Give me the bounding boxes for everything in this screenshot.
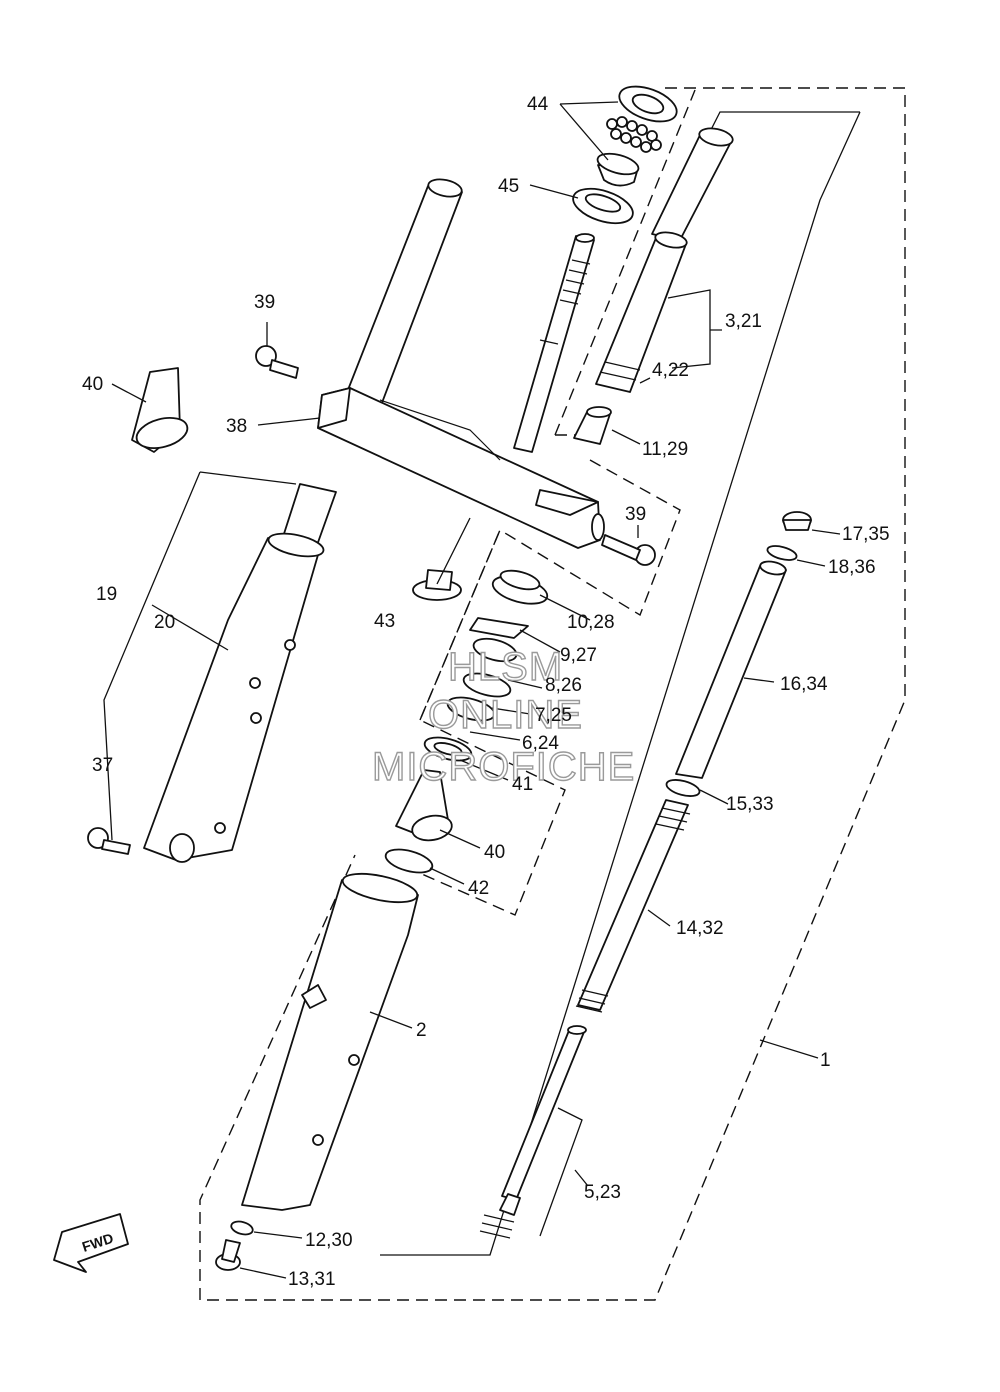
label-44: 44 xyxy=(527,94,549,115)
label-17-35: 17,35 xyxy=(842,524,890,545)
label-4-22: 4,22 xyxy=(652,360,689,381)
assembly-boundary-1 xyxy=(199,87,906,1301)
callout-labels: 44 45 39 40 38 3,21 4,22 11,29 39 17,35 … xyxy=(82,94,890,1290)
label-18-36: 18,36 xyxy=(828,557,876,578)
label-8-26: 8,26 xyxy=(545,675,582,696)
label-40-upper: 40 xyxy=(82,374,103,395)
label-38: 38 xyxy=(226,416,247,437)
spacer-16-34 xyxy=(675,560,787,779)
left-outer-fork xyxy=(143,483,337,863)
watermark: HLSM ONLINE MICROFICHE xyxy=(371,644,635,789)
label-13-31: 13,31 xyxy=(288,1269,336,1290)
washer-15-33 xyxy=(665,779,701,797)
watermark-line-1: HLSM xyxy=(448,645,563,689)
label-41: 41 xyxy=(512,774,533,795)
bolt-39-upper xyxy=(255,345,299,379)
fork-cap-bolt-17-35 xyxy=(782,511,812,531)
label-2: 2 xyxy=(416,1020,427,1041)
label-39-upper: 39 xyxy=(254,292,275,313)
inner-tube xyxy=(595,231,688,393)
cover-40-upper xyxy=(131,367,189,453)
cover-40-lower xyxy=(395,769,453,842)
rebound-spring xyxy=(479,1214,515,1239)
left-inner-tube xyxy=(343,178,463,409)
label-37: 37 xyxy=(92,755,113,776)
label-3-21: 3,21 xyxy=(725,311,762,332)
label-5-23: 5,23 xyxy=(584,1182,621,1203)
bolt-37 xyxy=(87,827,131,855)
damper-rod-5-23 xyxy=(499,1025,587,1216)
spring-seat-10-28 xyxy=(491,569,549,605)
leader-lines xyxy=(103,101,841,1279)
o-ring-42 xyxy=(384,848,434,874)
steering-stem xyxy=(513,233,595,453)
label-15-33: 15,33 xyxy=(726,794,774,815)
label-10-28: 10,28 xyxy=(567,612,615,633)
fork-cap-tube xyxy=(651,127,734,241)
label-16-34: 16,34 xyxy=(780,674,828,695)
label-14-32: 14,32 xyxy=(676,918,724,939)
lower-bearing-race xyxy=(572,187,634,225)
label-40-lower: 40 xyxy=(484,842,505,863)
label-45: 45 xyxy=(498,176,519,197)
label-42: 42 xyxy=(468,878,489,899)
right-outer-tube xyxy=(241,872,419,1211)
oil-lock-piece-43 xyxy=(412,569,462,601)
label-1: 1 xyxy=(820,1050,831,1071)
o-ring-18-36 xyxy=(766,545,798,561)
bearing-balls xyxy=(606,116,662,153)
fork-spring-14-32 xyxy=(575,799,691,1013)
label-11-29: 11,29 xyxy=(642,439,688,460)
watermark-line-3: MICROFICHE xyxy=(372,745,635,789)
seal-stack xyxy=(423,617,529,762)
bolt-39-lower xyxy=(601,534,656,566)
bolt-13-31 xyxy=(215,1239,241,1271)
fwd-arrow-badge: FWD xyxy=(53,1213,129,1273)
label-7-25: 7,25 xyxy=(535,705,572,726)
under-bracket xyxy=(317,387,605,549)
watermark-line-2: ONLINE xyxy=(428,693,583,737)
label-43: 43 xyxy=(374,611,395,632)
label-39-lower: 39 xyxy=(625,504,646,525)
bearing-cone xyxy=(596,152,640,187)
assembly-boundary-4 xyxy=(419,529,501,721)
label-12-30: 12,30 xyxy=(305,1230,353,1251)
collar xyxy=(573,406,612,445)
label-20: 20 xyxy=(154,612,175,633)
label-19: 19 xyxy=(96,584,117,605)
label-9-27: 9,27 xyxy=(560,645,597,666)
upper-bearing-race xyxy=(618,85,678,123)
washer-12-30 xyxy=(230,1220,254,1236)
label-6-24: 6,24 xyxy=(522,733,559,754)
